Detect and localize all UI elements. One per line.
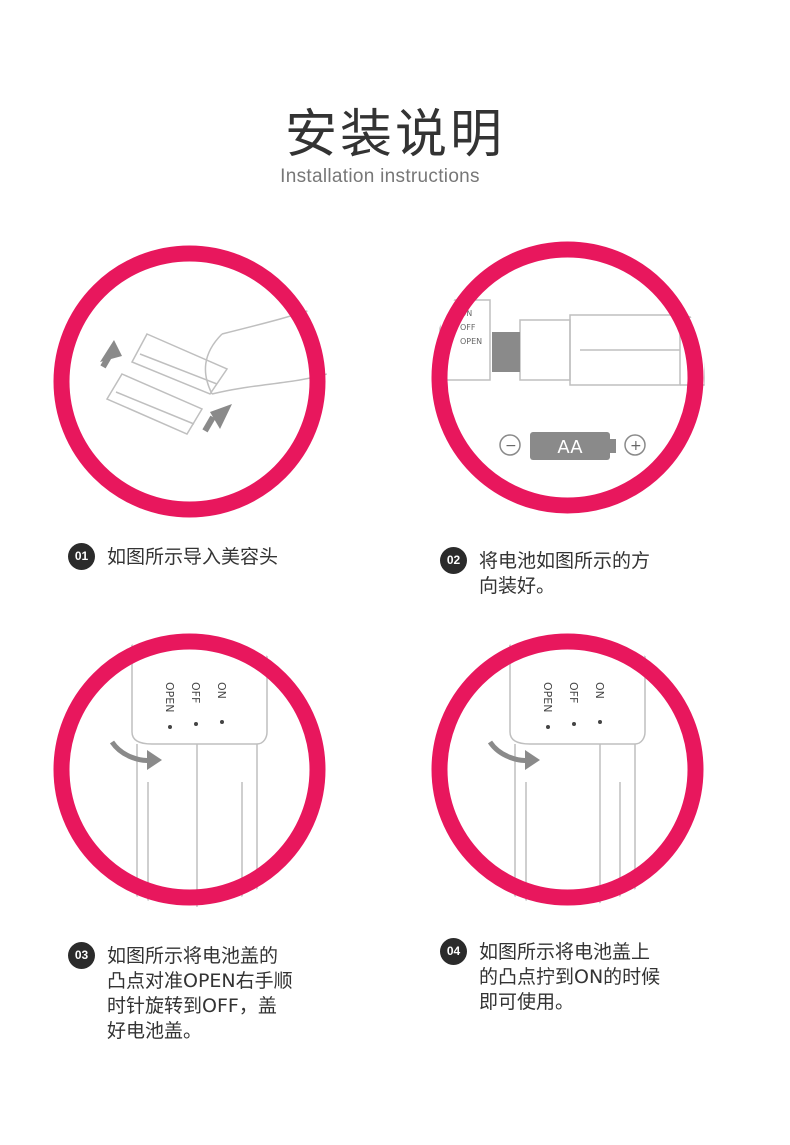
switch-label-on: ON bbox=[593, 682, 606, 699]
rotate-arrow-icon bbox=[487, 740, 531, 763]
switch-label-open: OPEN bbox=[163, 682, 176, 712]
step-text-line: 将电池如图所示的方 bbox=[479, 550, 651, 572]
svg-text:−: − bbox=[505, 438, 517, 454]
plus-icon bbox=[624, 434, 646, 456]
svg-text:+: + bbox=[630, 438, 642, 454]
step-text-line: 向装好。 bbox=[479, 575, 556, 597]
arrow-up-icon bbox=[100, 340, 122, 362]
battery-icon bbox=[530, 432, 610, 460]
head-plate-bottom bbox=[105, 373, 204, 435]
minus-icon bbox=[499, 434, 521, 456]
step-text-line: 凸点对准OPEN右手顺 bbox=[107, 970, 293, 992]
step-text-line: 如图所示导入美容头 bbox=[107, 546, 279, 568]
step-text-line: 如图所示将电池盖的 bbox=[107, 945, 279, 967]
illustration-step-2: ON OFF OPEN − AA + bbox=[430, 240, 705, 515]
step-text-line: 如图所示将电池盖上 bbox=[479, 941, 651, 963]
arrow-up-icon-2 bbox=[210, 404, 232, 429]
ring-circle bbox=[53, 633, 326, 906]
illustration-step-3: OPEN OFF ON bbox=[52, 632, 327, 907]
illustration-step-1 bbox=[52, 244, 327, 519]
switch-label-off: OFF bbox=[460, 323, 476, 332]
head-plate-top bbox=[130, 333, 229, 395]
step-4: 04 如图所示将电池盖上 的凸点拧到ON的时候 即可使用。 bbox=[440, 938, 661, 1015]
switch-label-open: OPEN bbox=[541, 682, 554, 712]
step-number-badge: 03 bbox=[68, 942, 95, 969]
switch-label-on: ON bbox=[460, 309, 472, 318]
ring-circle bbox=[431, 241, 704, 514]
device-outline bbox=[131, 632, 268, 745]
step-text-line: 的凸点拧到ON的时候 bbox=[479, 966, 661, 988]
step-number-badge: 01 bbox=[68, 543, 95, 570]
device-outline-top bbox=[221, 303, 327, 335]
device-outline bbox=[509, 632, 646, 745]
switch-label-open: OPEN bbox=[460, 337, 482, 346]
switch-label-on: ON bbox=[215, 682, 228, 699]
step-number-badge: 02 bbox=[440, 547, 467, 574]
rotate-arrow-icon bbox=[109, 740, 153, 763]
step-number-badge: 04 bbox=[440, 938, 467, 965]
ring-circle bbox=[53, 245, 326, 518]
step-3: 03 如图所示将电池盖的 凸点对准OPEN右手顺 时针旋转到OFF，盖 好电池盖… bbox=[68, 942, 293, 1044]
step-text-line: 即可使用。 bbox=[479, 991, 575, 1013]
page-subtitle: Installation instructions bbox=[280, 166, 480, 187]
step-1: 01 如图所示导入美容头 bbox=[68, 543, 279, 570]
step-text-line: 好电池盖。 bbox=[107, 1020, 203, 1042]
step-text-line: 时针旋转到OFF，盖 bbox=[107, 995, 277, 1017]
switch-label-off: OFF bbox=[567, 682, 580, 703]
switch-label-off: OFF bbox=[189, 682, 202, 703]
illustration-step-4: OPEN OFF ON bbox=[430, 632, 705, 907]
page-title: 安装说明 bbox=[284, 105, 505, 165]
contact-block bbox=[492, 332, 520, 372]
ring-circle bbox=[431, 633, 704, 906]
battery-cap bbox=[519, 319, 571, 381]
battery-label: AA bbox=[557, 437, 583, 458]
step-2: 02 将电池如图所示的方 向装好。 bbox=[440, 547, 651, 599]
